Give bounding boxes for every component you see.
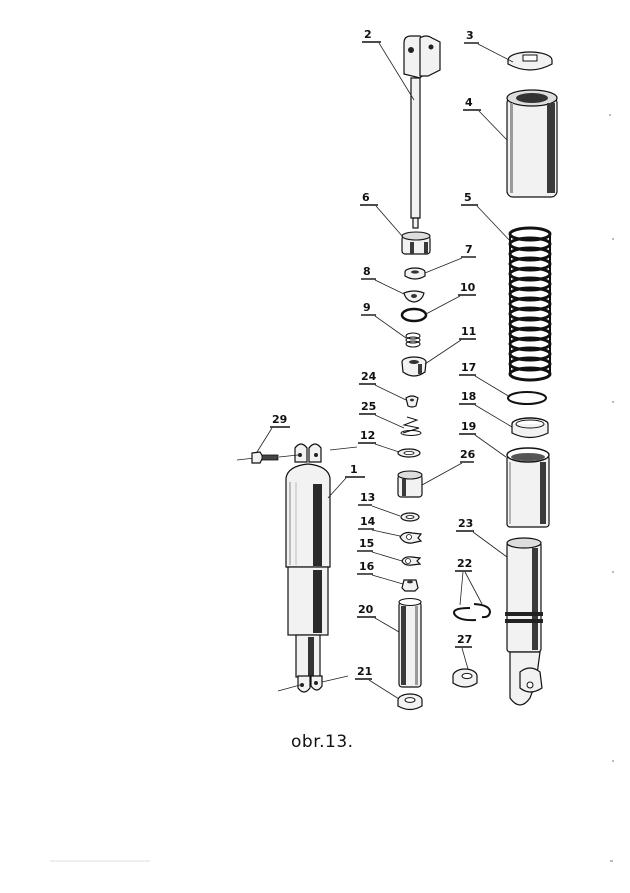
- label-29: 29: [272, 413, 287, 426]
- label-6: 6: [362, 191, 370, 204]
- label-11: 11: [461, 325, 476, 338]
- part-25-conical-spring: [400, 416, 422, 436]
- label-17: 17: [461, 361, 476, 374]
- part-19-lower-cup: [506, 447, 550, 528]
- part-17-ring: [507, 391, 547, 405]
- label-12: 12: [360, 429, 375, 442]
- part-6-nut: [401, 231, 431, 255]
- part-13-washer: [400, 512, 420, 522]
- part-29-mounting-bolt: [236, 451, 299, 464]
- label-16: 16: [359, 560, 375, 573]
- part-18-collar: [511, 417, 549, 439]
- part-10-o-ring: [400, 307, 428, 323]
- part-11-guide-nut: [401, 356, 427, 377]
- part-9-small-spring: [405, 332, 421, 348]
- label-1: 1: [350, 463, 358, 476]
- label-10: 10: [460, 281, 476, 294]
- part-4-cover-tube: [506, 89, 558, 198]
- label-2: 2: [364, 28, 372, 41]
- part-27-bearing: [452, 668, 478, 688]
- label-21: 21: [357, 665, 372, 678]
- part-16-hex-nut: [401, 579, 419, 592]
- part-3-top-cap: [507, 51, 553, 71]
- label-4: 4: [465, 96, 473, 109]
- label-5: 5: [464, 191, 472, 204]
- label-26: 26: [460, 448, 476, 461]
- label-23: 23: [458, 517, 473, 530]
- part-23-lower-tube: [505, 537, 543, 706]
- label-19: 19: [461, 420, 476, 433]
- label-3: 3: [466, 29, 474, 42]
- figure-caption: obr.13.: [291, 732, 354, 752]
- part-1-shock-absorber: [277, 443, 349, 693]
- label-18: 18: [461, 390, 476, 403]
- part-15-lock-tab: [401, 556, 422, 566]
- part-5-coil-spring: [508, 226, 552, 382]
- label-14: 14: [360, 515, 376, 528]
- scan-noise: [50, 114, 614, 862]
- part-22-circlips: [453, 603, 492, 622]
- part-14-lock-tab: [399, 531, 423, 544]
- part-21-bearing: [397, 693, 423, 711]
- label-9: 9: [363, 301, 371, 314]
- label-13: 13: [360, 491, 375, 504]
- part-12-washer: [397, 448, 421, 458]
- label-15: 15: [359, 537, 374, 550]
- part-2-piston-rod: [403, 35, 441, 229]
- part-24-valve-nut: [405, 395, 419, 408]
- label-27: 27: [457, 633, 472, 646]
- part-7-washer-nut: [404, 267, 426, 280]
- label-24: 24: [361, 370, 377, 383]
- label-20: 20: [358, 603, 374, 616]
- label-22: 22: [457, 557, 472, 570]
- label-25: 25: [361, 400, 376, 413]
- part-8-cup-washer: [403, 290, 425, 303]
- part-26-bushing: [397, 470, 423, 498]
- label-8: 8: [363, 265, 371, 278]
- label-7: 7: [465, 243, 473, 256]
- part-20-sleeve-tube: [398, 597, 422, 688]
